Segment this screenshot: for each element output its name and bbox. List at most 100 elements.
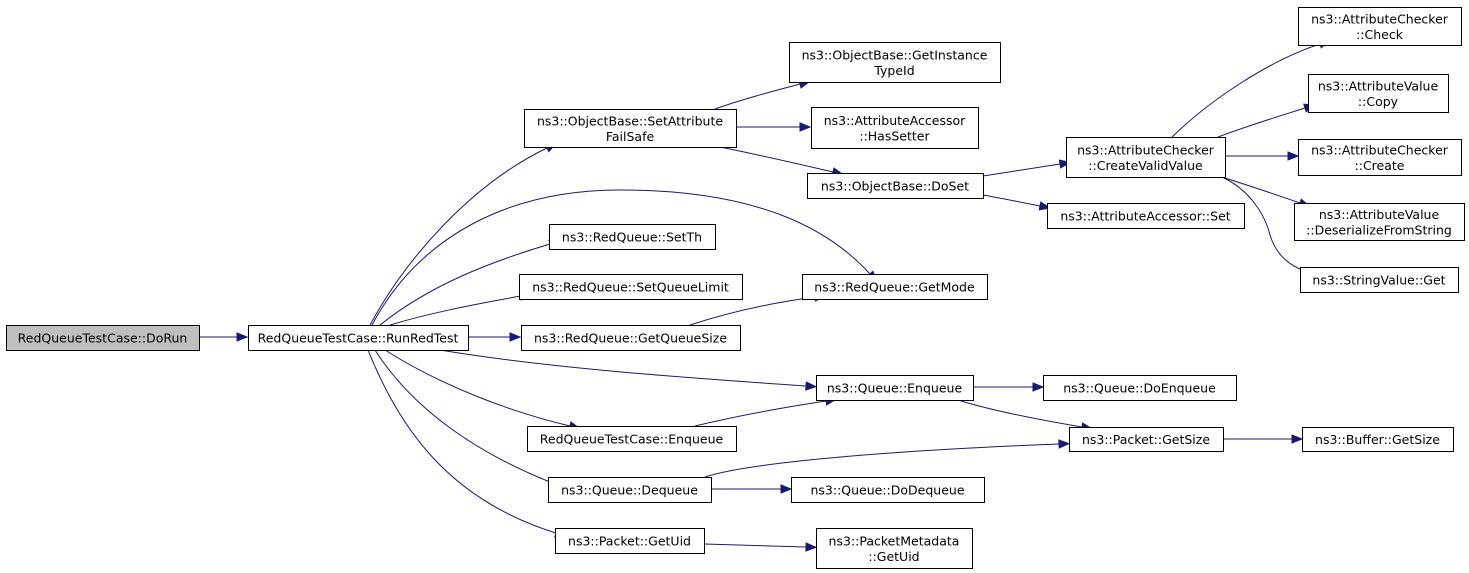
edge-line: [689, 296, 816, 326]
node-testcaseenqueue[interactable]: RedQueueTestCase::Enqueue: [527, 426, 737, 452]
node-box[interactable]: [789, 42, 1001, 83]
edge-setattributefailsafe-to-getinstancetypeid: [714, 79, 811, 110]
edge-queueenqueue-to-packetgetsize: [957, 399, 1094, 432]
node-dodequeue[interactable]: ns3::Queue::DoDequeue: [791, 477, 985, 503]
node-box[interactable]: [519, 274, 743, 300]
node-box[interactable]: [6, 325, 200, 351]
edge-line: [694, 400, 827, 427]
edges-layer: [199, 39, 1331, 552]
edge-testcaseenqueue-to-queueenqueue: [694, 396, 838, 427]
node-create[interactable]: ns3::AttributeChecker::Create: [1298, 139, 1462, 176]
arrow-head-icon: [805, 542, 818, 552]
node-label: ::HasSetter: [859, 128, 930, 143]
node-box[interactable]: [1308, 74, 1449, 113]
edge-packetgetuid-to-metadatagetuid: [703, 542, 818, 552]
node-label: ns3::RedQueue::GetQueueSize: [534, 331, 727, 346]
node-box[interactable]: [555, 528, 705, 554]
node-stringvalueget[interactable]: ns3::StringValue::Get: [1300, 267, 1459, 293]
edge-createvalidvalue-to-check: [1171, 39, 1331, 138]
node-label: FailSafe: [606, 129, 655, 144]
edge-doset-to-createvalidvalue: [982, 159, 1072, 177]
node-setth[interactable]: ns3::RedQueue::SetTh: [549, 224, 716, 250]
node-deserializefromstring[interactable]: ns3::AttributeValue::DeserializeFromStri…: [1294, 203, 1465, 241]
node-box[interactable]: [816, 528, 973, 569]
node-box[interactable]: [1047, 203, 1245, 229]
node-box[interactable]: [521, 325, 741, 351]
arrow-head-icon: [1058, 439, 1071, 449]
node-buffergetsize[interactable]: ns3::Buffer::GetSize: [1302, 427, 1454, 452]
node-label: ns3::RedQueue::GetMode: [814, 280, 975, 295]
node-box[interactable]: [248, 325, 469, 351]
node-packetgetsize[interactable]: ns3::Packet::GetSize: [1069, 427, 1224, 452]
node-label: ns3::AttributeAccessor: [824, 113, 966, 128]
node-box[interactable]: [807, 173, 984, 199]
edge-line: [719, 146, 834, 173]
node-box[interactable]: [548, 477, 712, 503]
node-box[interactable]: [791, 477, 985, 503]
node-box[interactable]: [524, 109, 737, 148]
node-label: ns3::Packet::GetSize: [1082, 432, 1210, 447]
edge-packetgetsize-to-buffergetsize: [1223, 434, 1304, 444]
node-box[interactable]: [549, 224, 716, 250]
node-check[interactable]: ns3::AttributeChecker::Check: [1298, 7, 1462, 46]
arrow-head-icon: [780, 484, 793, 494]
arrow-head-icon: [1032, 382, 1045, 392]
node-box[interactable]: [1069, 427, 1224, 452]
node-queuedequeue[interactable]: ns3::Queue::Dequeue: [548, 477, 712, 503]
edge-line: [982, 163, 1061, 177]
node-setqueuelimit[interactable]: ns3::RedQueue::SetQueueLimit: [519, 274, 743, 300]
node-label: ns3::StringValue::Get: [1312, 273, 1445, 288]
node-box[interactable]: [1066, 137, 1226, 178]
node-box[interactable]: [1298, 139, 1462, 176]
node-label: TypeId: [873, 63, 914, 78]
node-accessorset[interactable]: ns3::AttributeAccessor::Set: [1047, 203, 1245, 229]
node-label: RedQueueTestCase::DoRun: [18, 331, 188, 346]
node-box[interactable]: [811, 107, 979, 149]
node-doenqueue[interactable]: ns3::Queue::DoEnqueue: [1043, 375, 1237, 401]
node-dorun[interactable]: RedQueueTestCase::DoRun: [6, 325, 200, 351]
arrow-head-icon: [805, 381, 818, 391]
node-label: ns3::AttributeValue: [1318, 78, 1439, 93]
edge-line: [714, 83, 801, 110]
edge-line: [374, 349, 551, 483]
node-box[interactable]: [802, 274, 988, 300]
node-hassetter[interactable]: ns3::AttributeAccessor::HasSetter: [811, 107, 979, 149]
node-copy[interactable]: ns3::AttributeValue::Copy: [1308, 74, 1449, 113]
node-label: ::GetUid: [868, 549, 919, 564]
edge-queuedequeue-to-packetgetsize: [704, 439, 1071, 478]
edge-line: [1217, 107, 1306, 138]
node-label: ns3::AttributeChecker: [1311, 142, 1449, 157]
node-box[interactable]: [1300, 267, 1459, 293]
node-box[interactable]: [527, 426, 737, 452]
edge-runredtest-to-testcaseenqueue: [384, 349, 582, 431]
edge-dorun-to-runredtest: [199, 332, 249, 342]
node-label: ::CreateValidValue: [1088, 158, 1203, 173]
edge-line: [439, 349, 807, 387]
edge-queuedequeue-to-dodequeue: [711, 484, 793, 494]
node-box[interactable]: [816, 375, 974, 401]
edge-createvalidvalue-to-copy: [1217, 103, 1316, 138]
arrow-head-icon: [509, 332, 522, 342]
node-label: RedQueueTestCase::RunRedTest: [258, 331, 459, 346]
node-queueenqueue[interactable]: ns3::Queue::Enqueue: [816, 375, 974, 401]
node-runredtest[interactable]: RedQueueTestCase::RunRedTest: [248, 325, 469, 351]
node-createvalidvalue[interactable]: ns3::AttributeChecker::CreateValidValue: [1066, 137, 1226, 178]
node-doset[interactable]: ns3::ObjectBase::DoSet: [807, 173, 984, 199]
edge-runredtest-to-getmode: [371, 189, 878, 326]
node-box[interactable]: [1043, 375, 1237, 401]
node-label: ns3::ObjectBase::DoSet: [821, 179, 969, 194]
edge-line: [379, 243, 551, 326]
node-metadatagetuid[interactable]: ns3::PacketMetadata::GetUid: [816, 528, 973, 569]
node-box[interactable]: [1298, 7, 1462, 46]
node-box[interactable]: [1294, 203, 1465, 241]
node-getmode[interactable]: ns3::RedQueue::GetMode: [802, 274, 988, 300]
node-getqueuesize[interactable]: ns3::RedQueue::GetQueueSize: [521, 325, 741, 351]
node-label: ::Check: [1356, 27, 1404, 42]
edge-line: [1171, 43, 1321, 138]
node-box[interactable]: [1302, 427, 1454, 452]
node-label: ns3::Packet::GetUid: [568, 534, 691, 549]
node-packetgetuid[interactable]: ns3::Packet::GetUid: [555, 528, 705, 554]
